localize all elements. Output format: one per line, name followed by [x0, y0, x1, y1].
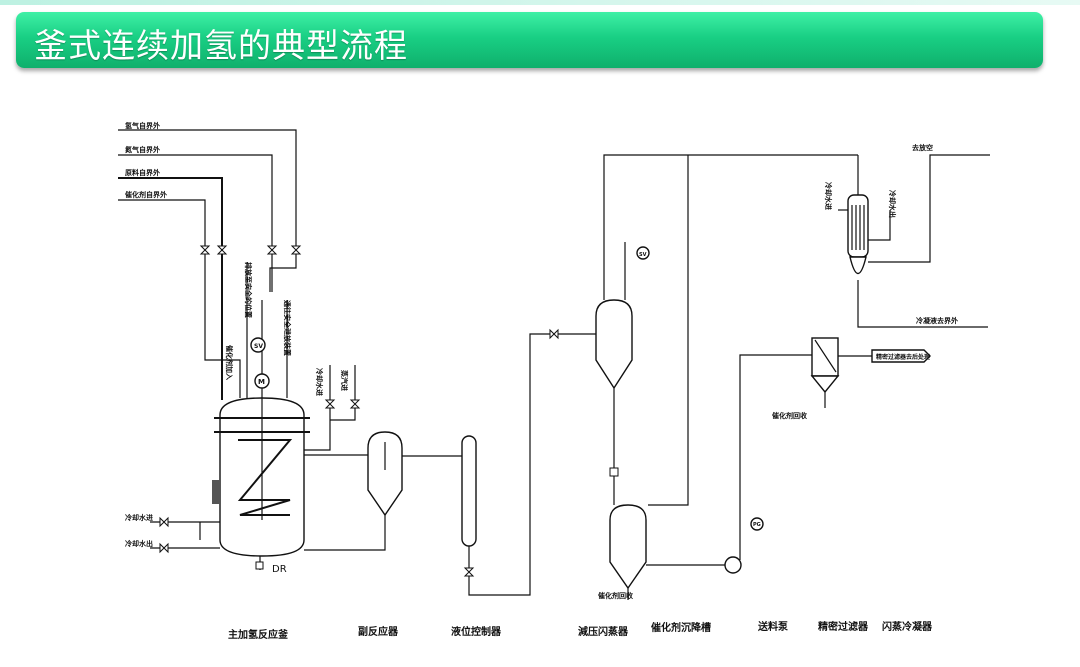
agitator-motor-icon: [254, 373, 270, 389]
label-catalyst: 催化剂自界外: [125, 190, 167, 199]
feed-pump: PG: [724, 354, 812, 574]
caption-precision-filter: 精密过滤器: [818, 620, 869, 633]
level-controller: [402, 328, 596, 596]
label-cooling-out: 冷却水出: [125, 539, 153, 548]
caption-level-controller: 液位控制器: [451, 625, 502, 638]
main-reactor: DR: [212, 397, 310, 575]
label-relief-to-safety: 排放至安全的位置: [244, 262, 253, 318]
label-cooling-in: 冷却水进: [125, 513, 153, 522]
flash-tank: SV: [595, 154, 858, 505]
label-cond-cw-out: 冷却水出: [888, 190, 897, 218]
slide-title: 釜式连续加氢的典型流程: [34, 26, 408, 65]
label-to-safety-relief: 通往安全泄放装置: [283, 300, 292, 356]
safety-valve-2-icon: [636, 246, 650, 260]
sv2-tag: SV: [639, 252, 647, 258]
caption-flash-tank: 減压闪蒸器: [578, 625, 629, 638]
label-condensate-out: 冷凝液去界外: [916, 316, 958, 325]
label-feed: 原料自界外: [125, 168, 160, 177]
secondary-reactor: [304, 431, 403, 551]
motor-tag: M: [258, 378, 265, 386]
label-hydrogen: 氢气自界外: [125, 121, 160, 130]
pg-tag: PG: [753, 522, 761, 528]
label-to-atmosphere: 去放空: [912, 143, 933, 152]
drain-tag: DR: [272, 564, 287, 575]
precision-filter: [810, 337, 931, 408]
label-catalyst-recovery-2: 催化剂回收: [598, 591, 634, 600]
caption-flash-condenser: 闪蒸冷凝器: [882, 620, 933, 633]
sight-glass: [212, 480, 220, 504]
top-accent-line: [0, 0, 1080, 5]
label-cooling-water: 冷却水进: [315, 368, 324, 396]
caption-feed-pump: 送料泵: [757, 620, 789, 633]
pressure-gauge-icon: [750, 517, 764, 531]
label-steam: 蒸汽进: [340, 370, 349, 391]
inlet-piping: [118, 129, 302, 400]
utility-drops: [304, 365, 361, 451]
label-nitrogen: 氮气自界外: [125, 145, 160, 154]
label-catalyst-add: 催化剂加入: [225, 345, 234, 380]
caption-main-reactor: 主加氢反应釜: [228, 628, 289, 641]
title-bar: 釜式连续加氢的典型流程: [16, 12, 1043, 68]
label-filtrate-out: 精密过滤器去后处理: [876, 353, 930, 361]
label-cond-cw-in: 冷却水进: [824, 182, 833, 210]
caption-settling-tank: 催化剂沉降槽: [651, 621, 711, 634]
flash-condenser: [838, 154, 990, 328]
safety-valve-1-icon: [250, 337, 266, 353]
label-catalyst-recovery-1: 催化剂回收: [772, 411, 808, 420]
reactor-relief-piping: SV M: [246, 262, 288, 398]
caption-secondary-reactor: 副反应器: [358, 625, 399, 638]
sv1-tag: SV: [254, 343, 263, 350]
reactor-cooling-piping: [150, 516, 220, 554]
settling-tank: [609, 155, 728, 600]
